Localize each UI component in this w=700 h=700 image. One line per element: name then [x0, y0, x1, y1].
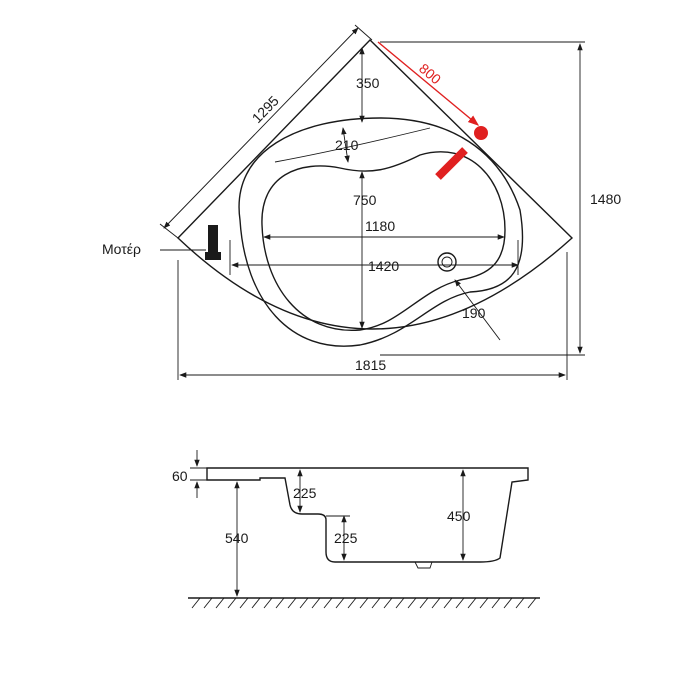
dim-1815: 1815 [355, 357, 386, 373]
dim-350: 350 [356, 75, 380, 91]
motor-icon [208, 225, 218, 255]
tub-basin [261, 151, 506, 331]
tub-profile [206, 467, 529, 563]
dim-1480: 1480 [590, 191, 621, 207]
dim-60: 60 [172, 468, 188, 484]
dim-540: 540 [225, 530, 249, 546]
dim-1295: 1295 [249, 92, 282, 126]
dim-225-lower: 225 [334, 530, 358, 546]
dim-800: 800 [416, 60, 444, 87]
tub-outline [177, 39, 574, 330]
floor-hatch [191, 597, 537, 609]
motor-label: Μοτέρ [102, 241, 141, 257]
side-view: 60 540 225 225 450 [172, 450, 540, 609]
dim-450: 450 [447, 508, 471, 524]
dim-225-upper: 225 [293, 485, 317, 501]
top-view: Μοτέρ 1295 800 350 210 750 1180 1420 190 [102, 24, 621, 380]
dim-750: 750 [353, 192, 377, 208]
dim-210: 210 [335, 137, 359, 153]
dim-190: 190 [462, 305, 486, 321]
faucet-icon [474, 126, 488, 140]
drain-icon [437, 252, 457, 272]
dim-1420: 1420 [368, 258, 399, 274]
faucet-handle-icon [435, 147, 468, 180]
dim-1180: 1180 [365, 218, 395, 234]
